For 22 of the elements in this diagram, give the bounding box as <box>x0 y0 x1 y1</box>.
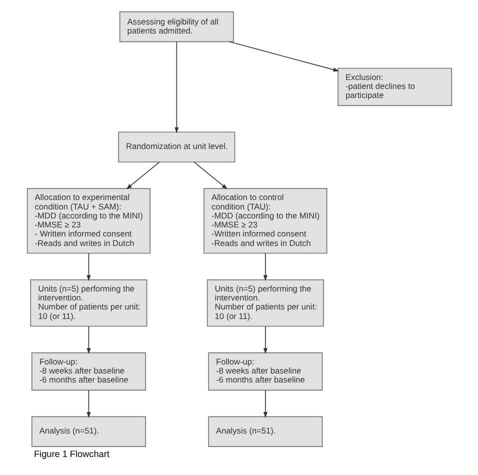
node-box: Randomization at unit level. <box>118 132 235 162</box>
arrow <box>193 162 228 190</box>
node-box: Analysis (n=51). <box>30 416 146 447</box>
arrow <box>262 326 267 354</box>
node-box: Allocation to control condition (TAU): -MDD (according to the MINI) -MMSE ≥ 23 -Written informed consent -Reads and writes in Dutch <box>203 188 327 254</box>
arrow <box>86 326 90 354</box>
arrow <box>86 252 90 281</box>
arrow <box>86 390 90 418</box>
caption: Figure 1 Flowchart <box>33 449 109 460</box>
arrow <box>262 252 267 281</box>
node-box: Assessing eligibility of all patients admitted. <box>118 11 234 42</box>
node-box: Follow-up: -8 weeks after baseline -6 months after baseline <box>208 352 322 391</box>
node-box: Units (n=5) performing the intervention. Number of patients per unit: 10 (or 11). <box>30 279 147 327</box>
arrow <box>228 41 339 72</box>
arrow <box>126 162 160 190</box>
node-box: Analysis (n=51). <box>208 416 322 447</box>
arrow <box>174 41 178 134</box>
node-box: Exclusion: -patient declines to participate <box>337 68 452 106</box>
node-box: Follow-up: -8 weeks after baseline -6 months after baseline <box>30 352 146 391</box>
node-box: Units (n=5) performing the intervention. Number of patients per unit: 10 (or 11). <box>206 279 324 327</box>
node-box: Allocation to experimental condition (TAU + SAM): -MDD (according to the MINI) -MMSE ≥ 23 - Written informed consent -Reads and writes in Dutch <box>26 188 150 254</box>
arrow <box>262 390 267 418</box>
